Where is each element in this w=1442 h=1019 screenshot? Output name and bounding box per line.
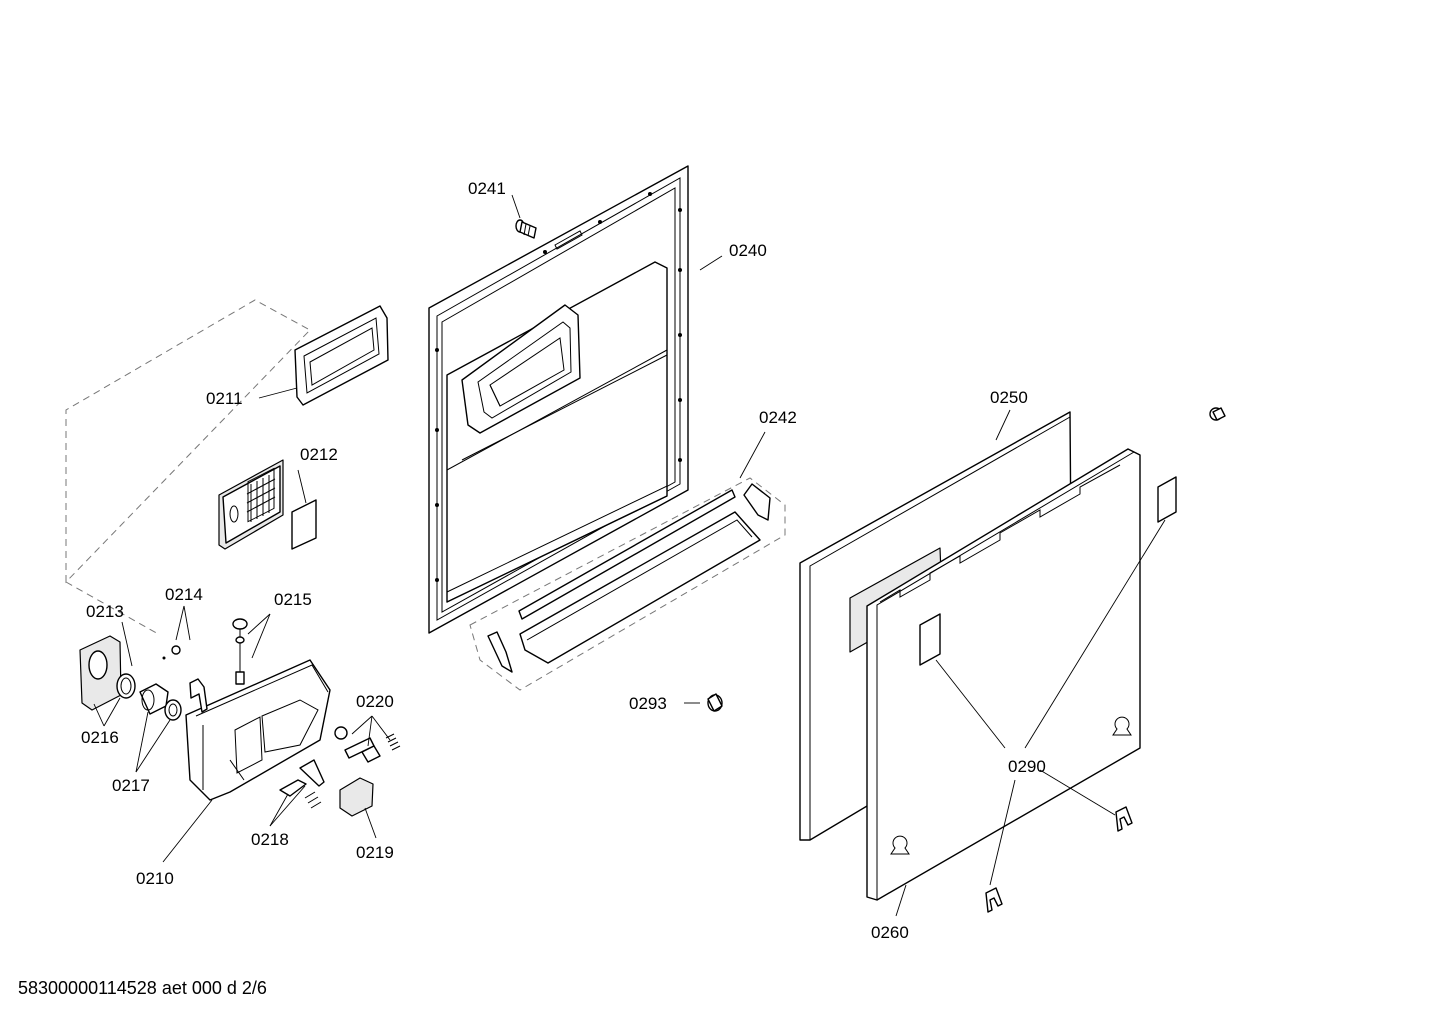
callout-0290: 0290 [1008,757,1046,776]
callout-0218: 0218 [251,830,289,849]
callout-0219: 0219 [356,843,394,862]
rear-door-panel-0260 [866,448,1177,901]
callout-labels: 0241 0240 0211 0212 0242 0250 0213 0214 … [81,179,1046,942]
callout-0250: 0250 [990,388,1028,407]
callout-0242: 0242 [759,408,797,427]
callout-0217: 0217 [112,776,150,795]
dispenser-small-parts [79,618,401,817]
hinge-brackets-0290 [985,407,1226,913]
screw-0241 [515,219,537,239]
inner-door-panel-0240 [428,165,689,634]
gasket-0211 [294,305,389,406]
document-id: 58300000114528 aet 000 d 2/6 [18,978,267,998]
callout-0212: 0212 [300,445,338,464]
callout-0211: 0211 [206,389,243,408]
callout-0260: 0260 [871,923,909,942]
leader-lines [93,194,1166,917]
callout-0293: 0293 [629,694,667,713]
callout-0240: 0240 [729,241,767,260]
plug-0293 [707,693,723,712]
handle-strip-0242 [469,477,786,691]
callout-0216: 0216 [81,728,119,747]
callout-0241: 0241 [468,179,506,198]
callout-0213: 0213 [86,602,124,621]
callout-0210: 0210 [136,869,174,888]
dispenser-cover-0212 [218,459,317,550]
callout-0214: 0214 [165,585,203,604]
callout-0215: 0215 [274,590,312,609]
dispenser-housing-0210 [65,299,331,801]
callout-0220: 0220 [356,692,394,711]
